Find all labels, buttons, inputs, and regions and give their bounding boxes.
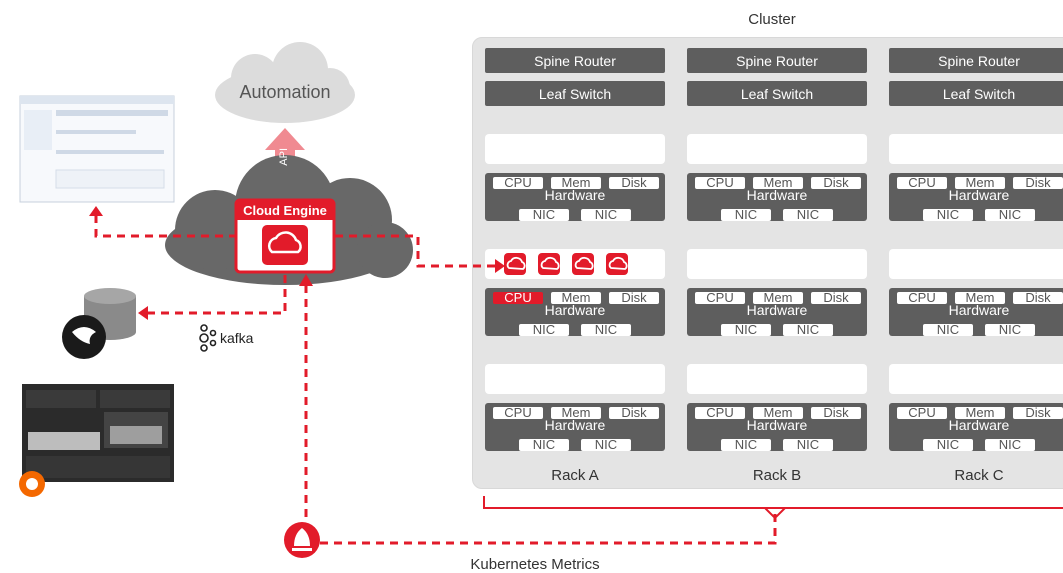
disk-chip: Disk	[609, 176, 659, 189]
cpu-chip: CPU	[695, 406, 745, 419]
prometheus-icon	[284, 522, 320, 558]
cpu-chip: CPU	[695, 291, 745, 304]
metrics-label: Kubernetes Metrics	[470, 556, 600, 573]
nic-chip: NIC	[721, 323, 771, 336]
cpu-chip: CPU	[493, 176, 543, 189]
nic-chip: NIC	[923, 208, 973, 221]
cpu-chip: CPU	[695, 176, 745, 189]
mem-chip: Mem	[955, 176, 1005, 189]
kafka-label: kafka	[220, 330, 254, 346]
grafana-dashboard	[22, 384, 174, 482]
cpu-chip: CPU	[897, 176, 947, 189]
leaf-switch: Leaf Switch	[687, 81, 867, 106]
leaf-switch: Leaf Switch	[889, 81, 1063, 106]
nic-chip: NIC	[519, 323, 569, 336]
automation-cloud	[215, 42, 355, 123]
hardware-label: Hardware	[746, 417, 808, 433]
cpu-chip: CPU	[897, 406, 947, 419]
mem-chip: Mem	[753, 176, 803, 189]
pod-glyphs	[506, 256, 628, 270]
pod-slot	[687, 249, 867, 279]
hardware-label: Hardware	[544, 417, 606, 433]
spine-router: Spine Router	[889, 48, 1063, 73]
cpu-chip: CPU	[493, 291, 543, 304]
swirl-logo-icon	[62, 315, 106, 359]
hardware-label: Hardware	[746, 187, 808, 203]
nic-chip: NIC	[519, 208, 569, 221]
engine-label: Cloud Engine	[243, 203, 327, 218]
spine-router: Spine Router	[687, 48, 867, 73]
pod-slot	[889, 364, 1063, 394]
pod-slot	[485, 134, 665, 164]
cloud-engine-icon	[262, 225, 308, 265]
nic-chip: NIC	[985, 208, 1035, 221]
pod-slot	[889, 249, 1063, 279]
hardware-label: Hardware	[948, 187, 1010, 203]
disk-chip: Disk	[1013, 176, 1063, 189]
mem-chip: Mem	[551, 406, 601, 419]
mem-chip: Mem	[955, 406, 1005, 419]
hardware-label: Hardware	[746, 302, 808, 318]
nic-chip: NIC	[581, 438, 631, 451]
hardware-label: Hardware	[544, 187, 606, 203]
rack-label: Rack C	[954, 467, 1004, 484]
pod-slot	[687, 134, 867, 164]
nic-chip: NIC	[783, 438, 833, 451]
hardware-label: Hardware	[948, 417, 1010, 433]
pod-slot	[485, 364, 665, 394]
hardware-label: Hardware	[544, 302, 606, 318]
nic-chip: NIC	[581, 208, 631, 221]
disk-chip: Disk	[609, 406, 659, 419]
kafka-icon	[199, 324, 217, 352]
nic-chip: NIC	[923, 438, 973, 451]
leaf-switch: Leaf Switch	[485, 81, 665, 106]
disk-chip: Disk	[1013, 291, 1063, 304]
nic-chip: NIC	[721, 438, 771, 451]
mem-chip: Mem	[753, 406, 803, 419]
dashed-links	[94, 215, 777, 545]
mem-chip: Mem	[955, 291, 1005, 304]
cpu-chip: CPU	[897, 291, 947, 304]
spine-router: Spine Router	[485, 48, 665, 73]
disk-chip: Disk	[1013, 406, 1063, 419]
nic-chip: NIC	[783, 208, 833, 221]
nic-chip: NIC	[519, 438, 569, 451]
rack-label: Rack A	[551, 467, 599, 484]
nic-chip: NIC	[985, 438, 1035, 451]
disk-chip: Disk	[609, 291, 659, 304]
mem-chip: Mem	[753, 291, 803, 304]
nic-chip: NIC	[581, 323, 631, 336]
disk-chip: Disk	[811, 176, 861, 189]
mem-chip: Mem	[551, 176, 601, 189]
pod-slot	[687, 364, 867, 394]
dashboard-thumbnail	[19, 95, 175, 203]
nic-chip: NIC	[985, 323, 1035, 336]
nic-chip: NIC	[783, 323, 833, 336]
disk-chip: Disk	[811, 291, 861, 304]
pod-slot	[889, 134, 1063, 164]
rack-label: Rack B	[752, 467, 802, 484]
disk-chip: Disk	[811, 406, 861, 419]
automation-label: Automation	[239, 82, 331, 102]
nic-chip: NIC	[721, 208, 771, 221]
cluster-title: Cluster	[748, 11, 796, 28]
cpu-chip: CPU	[493, 406, 543, 419]
mem-chip: Mem	[551, 291, 601, 304]
hardware-label: Hardware	[948, 302, 1010, 318]
nic-chip: NIC	[923, 323, 973, 336]
api-label: API	[278, 148, 290, 166]
grafana-icon	[19, 471, 45, 497]
